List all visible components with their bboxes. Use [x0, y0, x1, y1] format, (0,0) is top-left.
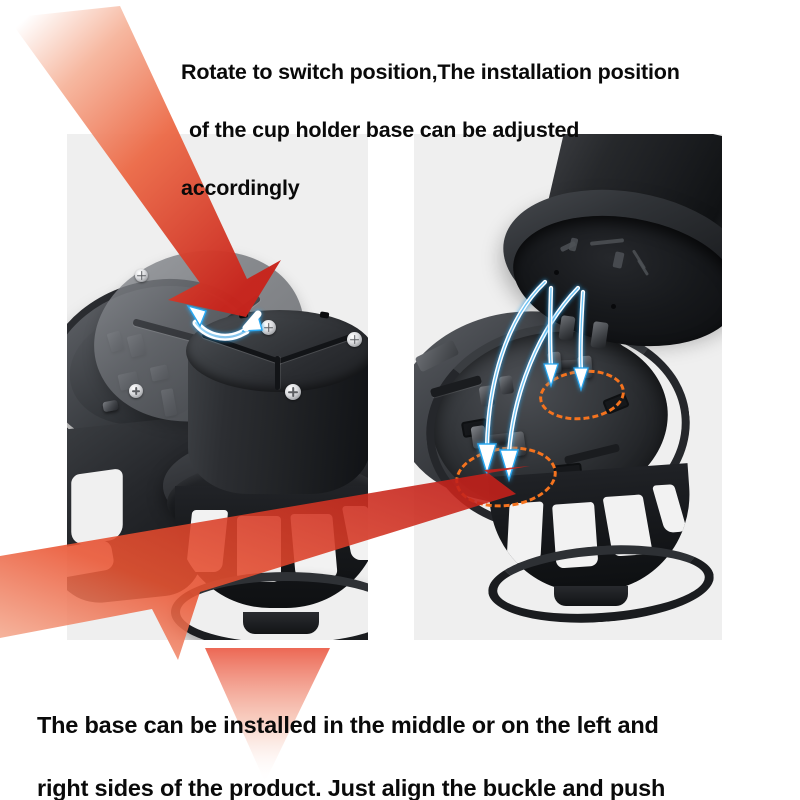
caption-top-line-1: Rotate to switch position,The installati… — [181, 60, 680, 84]
base-buckle — [508, 431, 527, 457]
base-bracket-cutout — [71, 468, 123, 546]
cage-window — [651, 484, 688, 533]
base-buckle-nub — [498, 375, 515, 395]
caption-bottom: The base can be installed in the middle … — [37, 678, 767, 800]
panel-rotate-to-switch-position — [67, 134, 368, 640]
panel-align-buckle-and-push — [414, 134, 722, 640]
groove — [275, 356, 280, 390]
groove — [275, 332, 357, 365]
caption-top: Rotate to switch position,The installati… — [181, 29, 793, 203]
molding-hole — [611, 304, 616, 309]
caption-bottom-line-2: right sides of the product. Just align t… — [37, 774, 666, 800]
molding-hole — [554, 270, 559, 275]
left-product-photo — [67, 134, 368, 640]
base-buckle — [470, 425, 488, 449]
cage-foot — [243, 612, 319, 634]
phillips-screw-icon — [261, 320, 276, 335]
cage-window — [185, 510, 229, 572]
cage-foot — [554, 586, 628, 606]
caption-top-line-3: accordingly — [181, 176, 300, 200]
right-product-photo — [414, 134, 722, 640]
puck-slot — [319, 311, 330, 319]
base-buckle-nub — [478, 385, 496, 407]
phillips-screw-icon — [135, 269, 148, 282]
caption-top-line-2: of the cup holder base can be adjusted — [189, 118, 580, 142]
cage-window — [341, 506, 368, 560]
rotating-puck-y-grooves — [186, 310, 368, 392]
phillips-screw-icon — [285, 384, 301, 400]
cage-window — [506, 501, 544, 565]
phillips-screw-icon — [347, 332, 362, 347]
caption-bottom-line-1: The base can be installed in the middle … — [37, 711, 659, 738]
phillips-screw-icon — [129, 384, 143, 398]
groove — [201, 332, 283, 365]
base-buckle — [547, 351, 562, 374]
cage-window — [290, 514, 338, 578]
puck-slot — [238, 311, 249, 319]
base-buckle — [577, 355, 593, 379]
